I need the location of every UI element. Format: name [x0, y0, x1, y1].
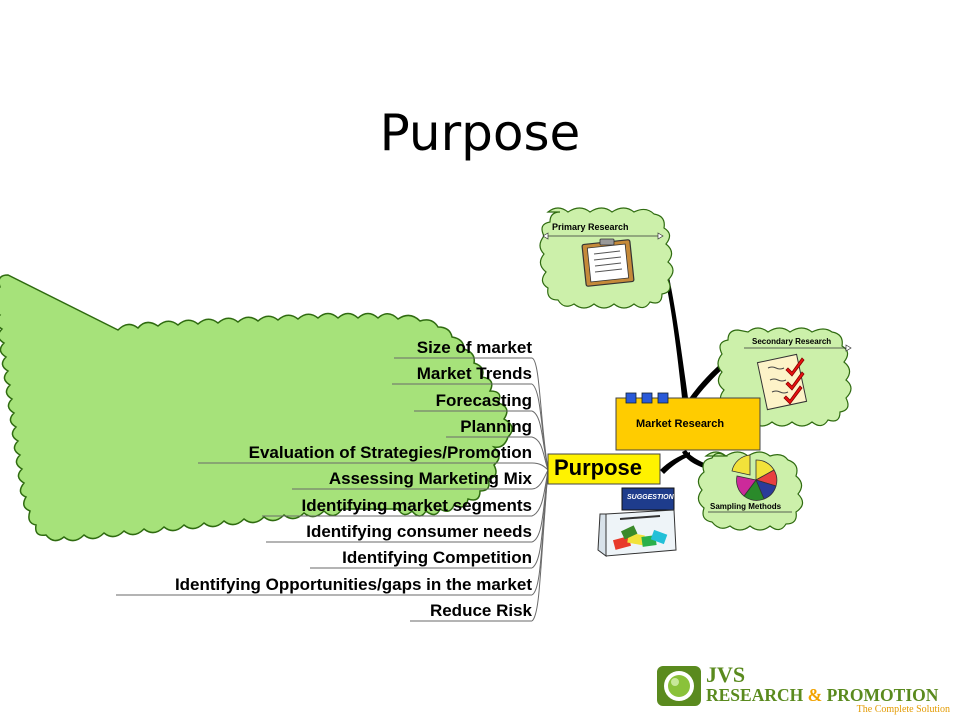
logo-name: JVS	[706, 662, 746, 687]
slide-title: Purpose	[379, 104, 581, 162]
branch-connectors	[531, 357, 549, 622]
suggestion-box-icon	[597, 487, 677, 557]
checklist-icon	[756, 353, 808, 411]
branch-identifying-consumer-needs: Identifying consumer needs	[306, 522, 532, 541]
logo-research-promotion: RESEARCH & PROMOTION	[706, 685, 939, 705]
market-research-node	[615, 397, 761, 451]
branch-identifying-competition: Identifying Competition	[342, 548, 532, 567]
primary-research-label: Primary Research	[552, 222, 629, 232]
logo-ampersand: &	[807, 685, 823, 705]
branch-reduce-risk: Reduce Risk	[429, 601, 532, 620]
branch-identifying-market-segments: Identifying market segments	[301, 496, 532, 515]
clipboard-icon	[581, 238, 635, 287]
branch-market-trends: Market Trends	[416, 364, 532, 383]
logo-promotion: PROMOTION	[822, 685, 939, 705]
branch-evaluation-of-strategies: Evaluation of Strategies/Promotion	[248, 443, 532, 462]
jvs-logo-mark	[657, 666, 701, 706]
purpose-center-node	[547, 453, 661, 485]
branch-size-of-market: Size of market	[416, 338, 532, 357]
pie-chart-icon	[731, 454, 778, 501]
branch-underlines	[116, 357, 532, 622]
market-research-label: Market Research	[636, 418, 725, 430]
purpose-center-label: Purpose	[554, 455, 643, 480]
branch-identifying-opportunities: Identifying Opportunities/gaps in the ma…	[174, 575, 532, 594]
suggestion-label: SUGGESTION	[627, 494, 674, 501]
jvs-logo: JVS RESEARCH & PROMOTION The Complete So…	[654, 660, 954, 718]
secondary-research-label: Secondary Research	[752, 337, 832, 346]
branch-forecasting: Forecasting	[435, 391, 532, 410]
logo-research: RESEARCH	[706, 685, 808, 705]
branch-assessing-marketing-mix: Assessing Marketing Mix	[328, 469, 532, 488]
branch-planning: Planning	[460, 417, 532, 436]
logo-tagline: The Complete Solution	[856, 704, 950, 715]
purpose-cloud	[0, 274, 513, 542]
sampling-methods-label: Sampling Methods	[710, 502, 782, 511]
